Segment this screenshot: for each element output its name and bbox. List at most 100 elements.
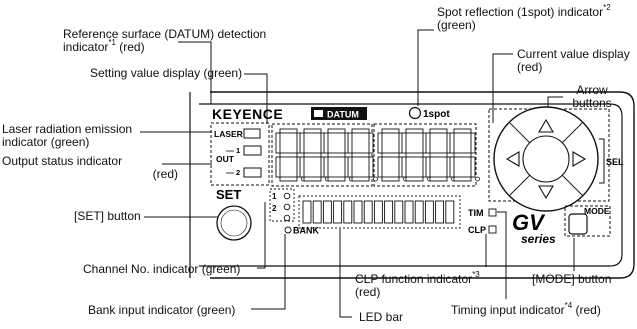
segment xyxy=(401,156,407,178)
segment xyxy=(368,132,374,154)
leader-current xyxy=(492,53,513,123)
segment xyxy=(327,128,346,134)
sel-bracket xyxy=(599,138,605,184)
callout-timing: Timing input indicator*4 (red) xyxy=(451,301,601,317)
clp-indicator xyxy=(488,225,497,234)
segment xyxy=(453,176,472,182)
bank-indicator xyxy=(284,226,292,234)
ch2-label: 2 xyxy=(272,204,277,213)
segment xyxy=(351,176,370,182)
led-bar-segment xyxy=(414,200,424,224)
channel-indicator-box xyxy=(269,188,295,222)
brand-logo: KEYENCE xyxy=(212,106,283,122)
leader-ledbar xyxy=(339,229,352,318)
segment xyxy=(470,132,476,154)
led-bar-segment xyxy=(404,200,414,224)
timing-indicator xyxy=(488,208,497,217)
leader-channel xyxy=(257,202,266,269)
panel-face xyxy=(199,103,623,267)
segment xyxy=(429,176,448,182)
callout-setting: Setting value display (green) xyxy=(90,66,243,80)
segment xyxy=(368,156,374,178)
segment xyxy=(299,156,305,178)
segment xyxy=(377,156,383,178)
spot-indicator xyxy=(408,106,422,120)
segment xyxy=(323,132,329,154)
led-bar-segment xyxy=(322,200,332,224)
segment xyxy=(327,152,346,158)
pad-divider xyxy=(561,121,584,144)
callout-output: Output status indicator (red) xyxy=(2,154,178,181)
callout-arrow: Arrow buttons xyxy=(572,83,612,110)
setting-digits xyxy=(275,128,378,182)
segment xyxy=(377,132,383,154)
segment xyxy=(299,132,305,154)
segment xyxy=(303,128,322,134)
out1-label: 1 xyxy=(236,146,240,155)
leader-datum xyxy=(178,41,212,104)
datum-lamp xyxy=(314,110,323,117)
segment xyxy=(351,152,370,158)
callout-bank: Bank input indicator (green) xyxy=(88,303,236,317)
leader-lines xyxy=(140,29,575,318)
pad-divider xyxy=(561,174,584,197)
laser-label: LASER xyxy=(214,129,243,139)
segment xyxy=(279,128,298,134)
segment xyxy=(470,156,476,178)
spot-label: 1spot xyxy=(423,109,450,120)
leader-timing xyxy=(497,211,507,299)
segment xyxy=(279,176,298,182)
housing-outline xyxy=(210,91,635,279)
segment xyxy=(347,132,353,154)
output2-indicator xyxy=(243,167,262,178)
channel2-indicator xyxy=(283,203,291,211)
ledbar-group xyxy=(298,195,461,229)
set-label: SET xyxy=(216,187,241,202)
laser-indicator xyxy=(243,128,261,139)
segment xyxy=(429,152,448,158)
pad-divider xyxy=(508,121,531,144)
segment xyxy=(429,128,448,134)
led-bar xyxy=(302,200,455,224)
led-bar-segment xyxy=(384,200,394,224)
leader-arrow xyxy=(547,96,563,107)
callout-ledbar: LED bar xyxy=(359,310,404,324)
segment xyxy=(453,152,472,158)
segment xyxy=(401,132,407,154)
led-bar-segment xyxy=(353,200,363,224)
datum-label: DATUM xyxy=(327,110,359,120)
mode-button[interactable] xyxy=(568,213,588,235)
segment xyxy=(449,132,455,154)
series-text: series xyxy=(521,232,556,246)
left-arrow-icon[interactable] xyxy=(505,151,520,167)
set-button[interactable] xyxy=(216,205,252,241)
up-arrow-icon[interactable] xyxy=(538,118,554,133)
mode-region xyxy=(564,205,611,237)
led-bar-segment xyxy=(445,200,455,224)
mode-label: MODE xyxy=(584,206,610,216)
bank-label: BANK xyxy=(293,226,319,236)
set-button-ring xyxy=(220,209,248,237)
callout-datum: Reference surface (DATUM) detection indi… xyxy=(63,27,267,54)
led-bar-segment xyxy=(394,200,404,224)
setting-value-display xyxy=(271,123,373,187)
segment xyxy=(323,156,329,178)
callout-set-button: [SET] button xyxy=(74,209,141,223)
current-digits xyxy=(377,128,480,182)
segment xyxy=(351,128,370,134)
leader-setting xyxy=(244,73,268,124)
callout-mode: [MODE] button xyxy=(532,272,612,286)
channel1-indicator xyxy=(283,192,291,200)
arrow-pad-center xyxy=(522,135,570,183)
callout-current: Current value display (red) xyxy=(517,47,630,74)
out2-label: 2 xyxy=(236,168,240,177)
led-bar-segment xyxy=(312,200,322,224)
segment xyxy=(449,156,455,178)
led-bar-segment xyxy=(343,200,353,224)
down-arrow-icon[interactable] xyxy=(538,185,554,200)
right-arrow-icon[interactable] xyxy=(572,151,587,167)
segment xyxy=(327,176,346,182)
segment xyxy=(453,128,472,134)
